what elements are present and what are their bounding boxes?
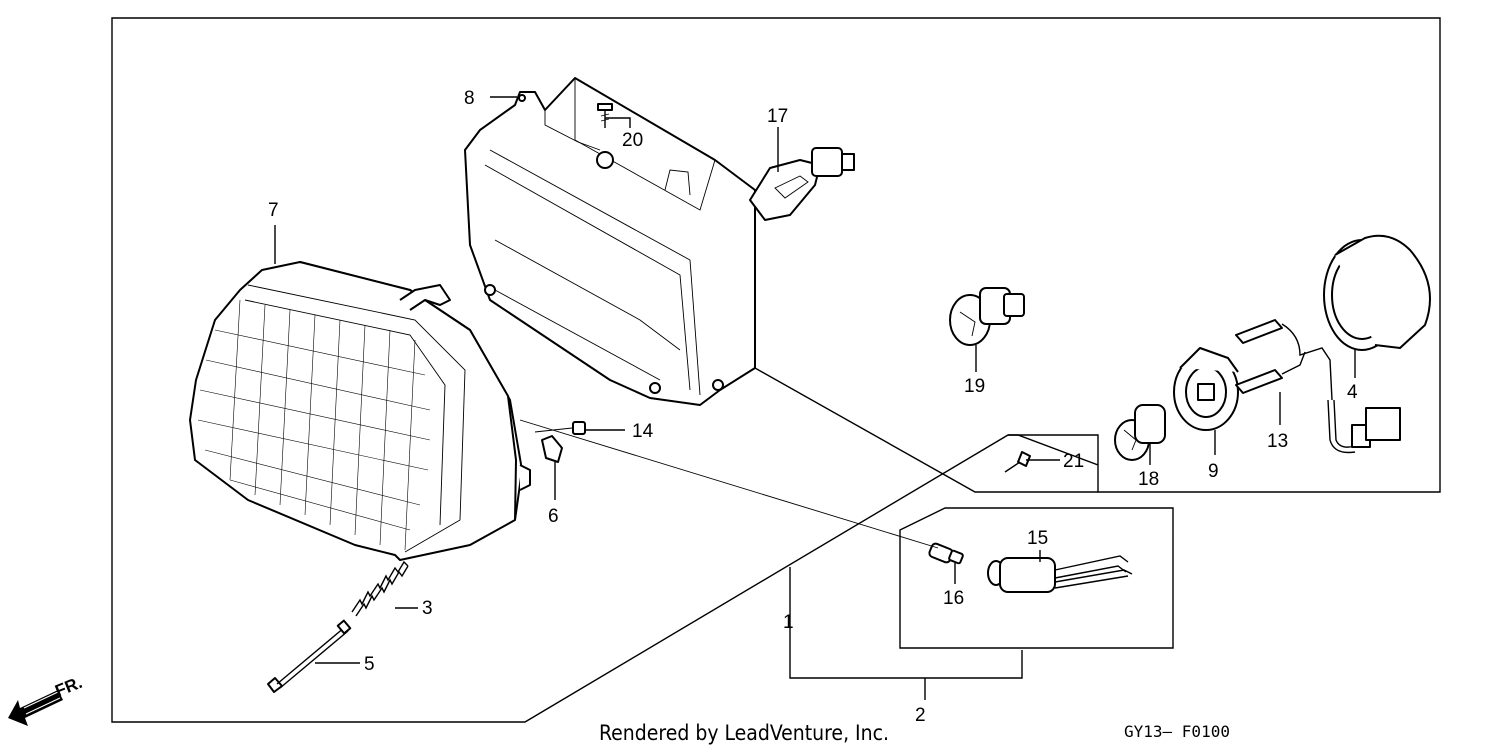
label-part-20: 20	[622, 130, 643, 151]
label-part-18: 18	[1138, 469, 1159, 490]
label-part-15: 15	[1027, 528, 1048, 549]
assembly-1-bracket	[1008, 434, 1099, 465]
headlight-bulb-17[interactable]	[749, 147, 855, 221]
label-part-5: 5	[364, 654, 375, 675]
nut-14[interactable]	[572, 421, 586, 435]
bulb-19[interactable]	[949, 287, 1025, 346]
screw-21[interactable]	[1004, 451, 1031, 473]
reference-bracket	[789, 567, 1023, 679]
headlight-case[interactable]	[464, 77, 756, 406]
label-part-13: 13	[1267, 431, 1288, 452]
socket-subassembly-boundary	[754, 367, 1098, 493]
label-part-17: 17	[767, 106, 788, 127]
bulb-16[interactable]	[928, 542, 964, 565]
label-part-19: 19	[964, 376, 985, 397]
dust-cover-4[interactable]	[1323, 234, 1431, 351]
position-light-subassembly-box	[899, 507, 1174, 649]
headlight-lens-pattern	[197, 299, 431, 551]
headlight-unit[interactable]	[189, 261, 531, 561]
label-part-14: 14	[632, 421, 654, 442]
front-direction-arrow-icon	[8, 690, 63, 726]
label-part-3: 3	[422, 598, 433, 619]
rendered-by-credit: Rendered by LeadVenture, Inc.	[599, 721, 889, 745]
clip-6[interactable]	[541, 435, 563, 463]
wire-harness-13[interactable]	[1235, 319, 1401, 454]
diagram-code: GY13— F0100	[1124, 722, 1230, 741]
bulb-18[interactable]	[1114, 404, 1166, 461]
label-part-4: 4	[1347, 382, 1358, 403]
position-light-socket-15[interactable]	[987, 555, 1133, 593]
label-part-9: 9	[1208, 461, 1219, 482]
label-part-16: 16	[943, 588, 964, 609]
front-direction-label: FR.	[52, 673, 85, 701]
label-part-6: 6	[548, 506, 559, 527]
label-part-2: 2	[915, 705, 926, 726]
label-part-8: 8	[464, 88, 475, 109]
label-part-7: 7	[268, 200, 279, 221]
label-part-21: 21	[1063, 451, 1084, 472]
adjusting-screw-5[interactable]	[267, 619, 352, 693]
label-part-1: 1	[783, 612, 794, 633]
screw-20[interactable]	[597, 103, 613, 128]
socket-9[interactable]	[1173, 347, 1239, 431]
assembly-boundary	[111, 17, 1441, 723]
spring-3[interactable]	[351, 560, 409, 617]
leader-lines	[274, 96, 1356, 700]
